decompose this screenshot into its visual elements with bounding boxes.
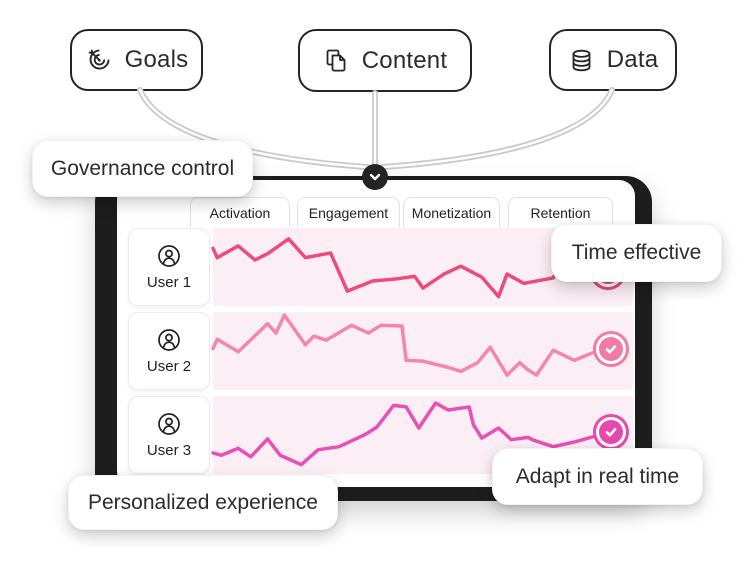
- user-icon: [158, 413, 180, 435]
- governance-control-callout: Governance control: [32, 140, 253, 197]
- goals-pill[interactable]: Goals: [70, 29, 203, 91]
- tab-activation[interactable]: Activation: [190, 197, 290, 227]
- tab-engagement[interactable]: Engagement: [297, 197, 400, 227]
- chevron-down-icon: [369, 173, 381, 181]
- personalized-experience-callout: Personalized experience: [68, 475, 338, 530]
- check-icon: [599, 337, 623, 361]
- user-card-2[interactable]: User 2: [128, 312, 210, 390]
- user-label: User 1: [146, 274, 192, 291]
- user-label: User 3: [146, 442, 192, 459]
- check-icon: [599, 420, 623, 444]
- adapt-real-time-callout: Adapt in real time: [492, 448, 703, 505]
- time-effective-callout: Time effective: [551, 224, 722, 282]
- check-badge-user-2: [593, 331, 629, 367]
- data-pill[interactable]: Data: [549, 29, 677, 91]
- pages-icon: [323, 47, 350, 74]
- content-pill[interactable]: Content: [298, 29, 472, 92]
- user-icon: [158, 245, 180, 267]
- tab-monetization[interactable]: Monetization: [403, 197, 500, 227]
- goals-pill-label: Goals: [124, 46, 189, 73]
- analytics-dashboard: Activation Engagement Monetization Reten…: [117, 180, 635, 487]
- chevron-down-button[interactable]: [362, 164, 388, 190]
- data-pill-label: Data: [606, 46, 659, 73]
- check-badge-user-3: [593, 414, 629, 450]
- tab-retention[interactable]: Retention: [508, 197, 613, 227]
- user-label: User 2: [146, 358, 192, 375]
- chart-band-user-2: [213, 312, 633, 390]
- user-icon: [158, 329, 180, 351]
- user-card-3[interactable]: User 3: [128, 396, 210, 474]
- target-icon: [85, 46, 113, 74]
- content-pill-label: Content: [361, 46, 448, 74]
- database-icon: [568, 47, 595, 74]
- user-card-1[interactable]: User 1: [128, 228, 210, 306]
